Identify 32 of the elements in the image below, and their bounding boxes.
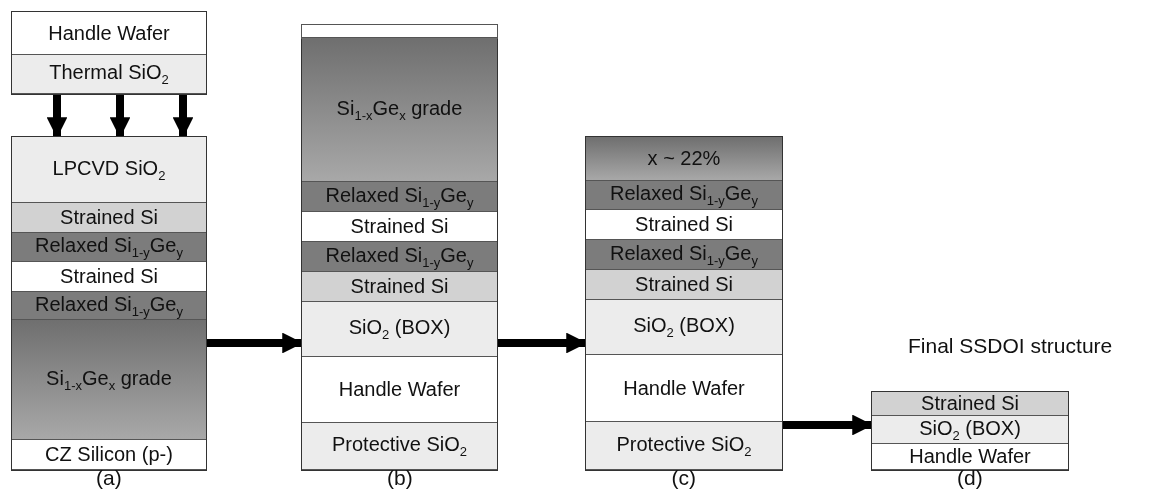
- wafer-layer: SiO$_{2}$ (BOX): [302, 302, 497, 357]
- wafer-layer: Relaxed Si$_{1-y}$Ge$_{y}$: [12, 292, 206, 320]
- wafer-layer: Relaxed Si$_{1-y}$Ge$_{y}$: [302, 242, 497, 272]
- arrow: [497, 332, 588, 354]
- wafer-layer: Strained Si: [586, 270, 782, 300]
- layer-stack: [302, 25, 497, 470]
- wafer-layer: Protective SiO$_{2}$: [302, 423, 497, 470]
- wafer-layer: Thermal SiO$_{2}$: [12, 55, 206, 94]
- wafer-layer: Strained Si: [872, 392, 1068, 416]
- arrow: [782, 414, 874, 436]
- wafer-layer: Relaxed Si$_{1-y}$Ge$_{y}$: [586, 240, 782, 270]
- wafer-layer: Relaxed Si$_{1-y}$Ge$_{y}$: [586, 181, 782, 210]
- panel-label: Final SSDOI structure: [908, 334, 1113, 358]
- layer-stack: [872, 392, 1068, 470]
- wafer-layer: Relaxed Si$_{1-y}$Ge$_{y}$: [12, 233, 206, 262]
- layer-stack: [12, 12, 206, 94]
- wafer-layer: SiO$_{2}$ (BOX): [872, 416, 1068, 444]
- wafer-layer: Strained Si: [302, 272, 497, 302]
- arrow: [46, 94, 68, 139]
- wafer-layer: Strained Si: [12, 203, 206, 233]
- wafer-layer: x ~ 22%: [586, 137, 782, 181]
- wafer-layer: SiO$_{2}$ (BOX): [586, 300, 782, 355]
- layer-stack: [12, 137, 206, 470]
- wafer-layer: Protective SiO$_{2}$: [586, 422, 782, 470]
- layer-stack: [586, 137, 782, 470]
- arrow: [172, 94, 194, 139]
- wafer-layer: LPCVD SiO$_{2}$: [12, 137, 206, 203]
- arrow: [206, 332, 304, 354]
- wafer-layer: Si$_{1-x}$Ge$_{x}$ grade: [302, 38, 497, 182]
- arrow: [109, 94, 131, 139]
- wafer-layer: Relaxed Si$_{1-y}$Ge$_{y}$: [302, 182, 497, 212]
- wafer-layer: Si$_{1-x}$Ge$_{x}$ grade: [12, 320, 206, 440]
